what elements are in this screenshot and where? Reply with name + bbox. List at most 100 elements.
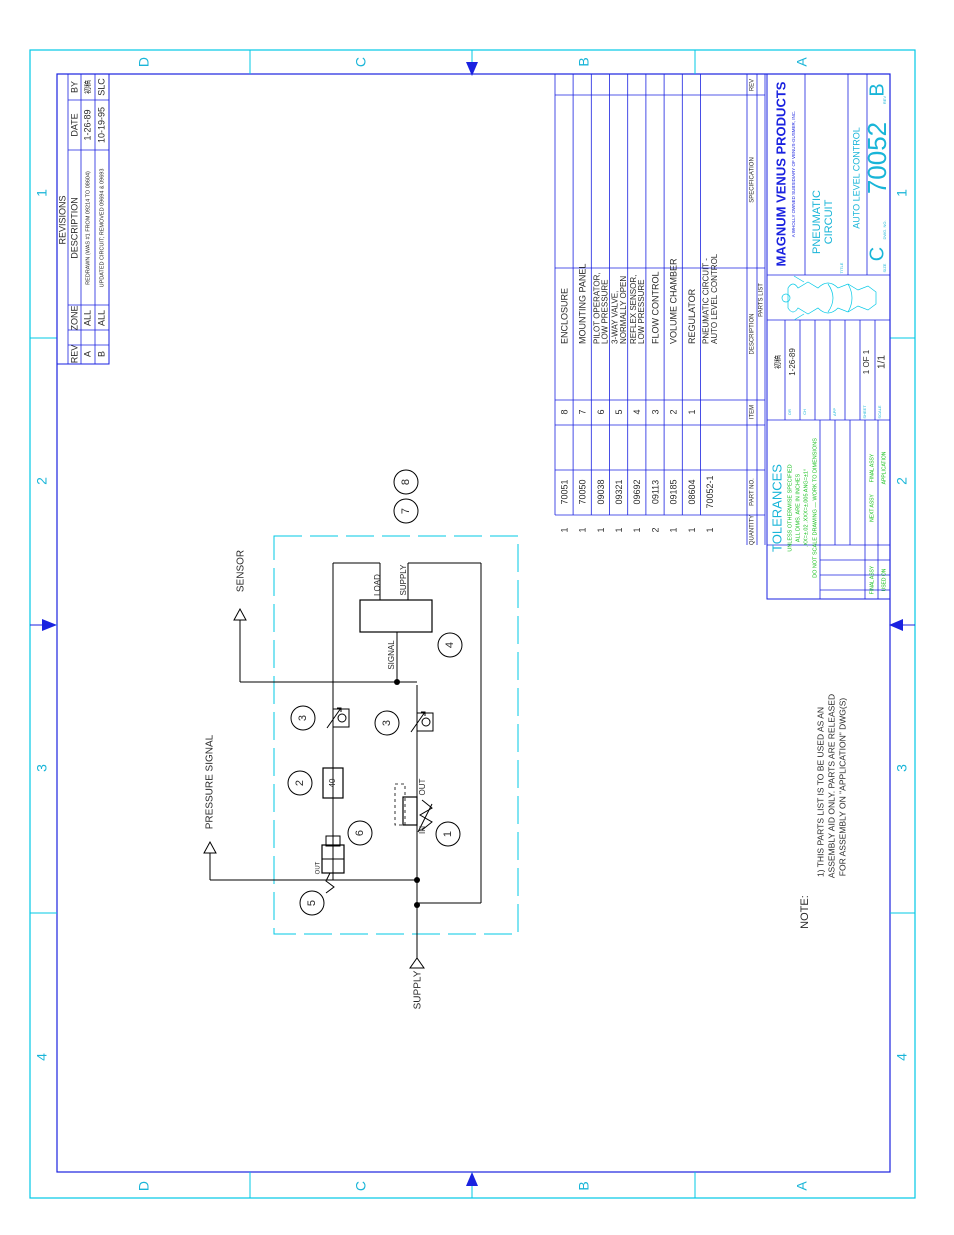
application-label: APPLICATION xyxy=(881,451,887,484)
zone-right-2: 2 xyxy=(894,477,910,485)
balloon-6 xyxy=(347,820,373,846)
note-heading: NOTE: xyxy=(799,895,811,929)
center-arrows xyxy=(30,62,915,1186)
regulator-symbol xyxy=(394,783,433,833)
balloon-3b xyxy=(374,710,400,736)
balloon-4 xyxy=(437,632,463,658)
parts-row-description: NORMALLY OPEN xyxy=(619,276,628,344)
parts-header-specification: SPECIFICATION xyxy=(750,157,756,203)
next-assy-label: NEXT ASSY xyxy=(869,493,875,521)
arrow-right-icon xyxy=(889,619,903,631)
scale-label: SCALE xyxy=(877,405,882,418)
three-way-valve-symbol xyxy=(321,835,345,894)
company-subtitle: A WHOLLY OWNED SUBSIDIARY OF VENUS-GUSME… xyxy=(791,111,796,237)
load-port-label: LOAD xyxy=(373,574,382,596)
rev-row-a-desc: REDRAWN (WAS #1 FROM 09214 TO 08604) xyxy=(85,171,91,285)
parts-list-caption: PARTS LIST xyxy=(759,283,765,317)
balloon-3a-label: 3 xyxy=(297,715,309,721)
balloon-5-label: 5 xyxy=(306,900,318,906)
zone-labels: D C B A D C B A 1 2 3 4 1 2 3 4 xyxy=(34,57,910,1191)
title-subtitle: AUTO LEVEL CONTROL xyxy=(851,127,861,229)
tolerances-title: TOLERANCES xyxy=(769,464,784,552)
zone-left-2: 2 xyxy=(34,477,50,485)
arrow-left-icon xyxy=(42,619,57,631)
parts-row-description: REFLEX SENSOR, xyxy=(629,275,638,344)
supply-port-label: SUPPLY xyxy=(399,564,408,596)
parts-row-description: REGULATOR xyxy=(687,288,697,344)
rev-row-a-date: 1-26-89 xyxy=(82,109,92,140)
sensor-terminal-icon xyxy=(233,607,247,621)
parts-row-qty: 1 xyxy=(669,527,679,532)
note-block: NOTE: 1) THIS PARTS LIST IS TO BE USED A… xyxy=(799,694,847,929)
zone-right-3: 3 xyxy=(894,764,910,772)
parts-row-description: LOW PRESSURE xyxy=(637,280,646,344)
rev-row-a-by: 初稿 xyxy=(83,80,92,94)
zone-right-1: 1 xyxy=(894,189,910,197)
scale-value: 1/1 xyxy=(877,355,888,369)
parts-row-part-no: 70052-1 xyxy=(705,475,715,508)
balloon-8-label: 8 xyxy=(400,479,412,485)
supply-terminal-icon xyxy=(409,957,425,969)
dwg-no-label: DWG. NO. xyxy=(882,220,887,239)
balloon-4-label: 4 xyxy=(444,642,456,648)
size-label: SIZE xyxy=(882,263,887,272)
app-label: APP xyxy=(832,408,837,416)
pressure-signal-label: PRESSURE SIGNAL xyxy=(205,734,216,829)
zone-left-3: 3 xyxy=(34,764,50,772)
final-assy-1: FINAL ASSY xyxy=(869,453,875,482)
zone-top-d: D xyxy=(136,57,152,67)
date-header: DATE xyxy=(69,113,79,136)
parts-row-part-no: 08604 xyxy=(687,479,697,504)
balloon-8 xyxy=(393,469,419,495)
parts-row-description: ENCLOSURE xyxy=(559,288,569,344)
zone-bottom-a: A xyxy=(794,1181,810,1191)
parts-row-description: PILOT OPERATOR, xyxy=(592,272,601,344)
rev-row-b-zone: ALL xyxy=(96,310,106,326)
company-name: MAGNUM VENUS PRODUCTS xyxy=(773,81,788,266)
flow-control-icon xyxy=(410,711,434,733)
parts-row-part-no: 09692 xyxy=(632,479,642,504)
parts-row-qty: 1 xyxy=(578,527,588,532)
balloon-5 xyxy=(299,890,325,916)
inner-border xyxy=(56,73,891,1173)
rev-row-b-by: SLC xyxy=(96,78,106,96)
drawing-date: 1-26-89 xyxy=(788,348,797,376)
zone-left-1: 1 xyxy=(34,189,50,197)
parts-row-description: VOLUME CHAMBER xyxy=(669,258,679,344)
parts-row-description: FLOW CONTROL xyxy=(650,271,660,344)
description-header: DESCRIPTION xyxy=(69,197,79,259)
parts-row-item: 8 xyxy=(559,409,569,414)
parts-row-item: 2 xyxy=(669,409,679,414)
signal-port-label: SIGNAL xyxy=(387,640,396,670)
balloon-1-label: 1 xyxy=(442,831,454,837)
pneumatic-schematic: 1 2 3 3 4 5 6 7 8 SUPPLY PRESSURE SIGNAL… xyxy=(203,469,519,1009)
zone-top-a: A xyxy=(794,57,810,67)
no-scale-note: DO NOT SCALE DRAWING — WORK TO DIMENSION… xyxy=(812,438,818,578)
parts-row-item: 4 xyxy=(632,409,642,414)
zone-top-c: C xyxy=(353,57,369,67)
rev-label: REV xyxy=(882,96,887,105)
balloon-3b-label: 3 xyxy=(381,720,393,726)
rev-row-a-zone: ALL xyxy=(82,310,92,326)
parts-row-description: MOUNTING PANEL xyxy=(578,264,588,344)
rev-row-a-rev: A xyxy=(82,351,92,357)
parts-row-qty: 2 xyxy=(650,527,660,532)
parts-row-part-no: 09038 xyxy=(596,479,606,504)
parts-row-qty: 1 xyxy=(596,527,606,532)
volume-label: 40 xyxy=(328,778,337,787)
flow-control-icon xyxy=(326,707,350,729)
parts-row-qty: 1 xyxy=(705,527,715,532)
parts-row-part-no: 70050 xyxy=(578,479,588,504)
parts-row-description: PNEUMATIC CIRCUIT - xyxy=(702,258,711,344)
balloon-1 xyxy=(435,821,461,847)
zone-left-4: 4 xyxy=(34,1053,50,1061)
parts-row-item: 7 xyxy=(578,409,588,414)
title-block: MAGNUM VENUS PRODUCTS A WHOLLY OWNED SUB… xyxy=(766,73,892,600)
parts-header-item: ITEM xyxy=(750,405,756,419)
parts-row-description: 3-WAY VALVE, xyxy=(611,291,620,344)
parts-header-description: DESCRIPTION xyxy=(750,313,756,354)
zone-bottom-d: D xyxy=(136,1181,152,1191)
balloon-2 xyxy=(287,770,313,796)
parts-row-item: 1 xyxy=(687,409,697,414)
